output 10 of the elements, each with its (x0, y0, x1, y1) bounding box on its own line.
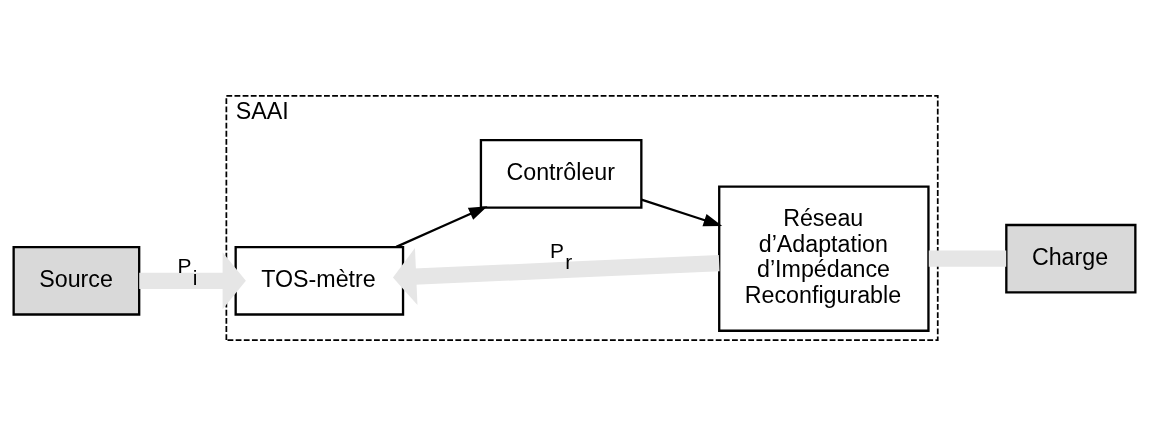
node-box: Charge (1005, 223, 1137, 294)
arrow (641, 198, 723, 227)
arrow (139, 252, 246, 310)
node-box: TOS-mètre (234, 245, 405, 316)
node-box: Contrôleur (479, 138, 643, 209)
arrow (392, 248, 720, 306)
node-box: Source (12, 245, 141, 316)
arrow (395, 206, 488, 248)
node-box: Réseau d’Adaptation d’Impédance Reconfigurable (718, 185, 930, 332)
connector (928, 250, 1007, 267)
